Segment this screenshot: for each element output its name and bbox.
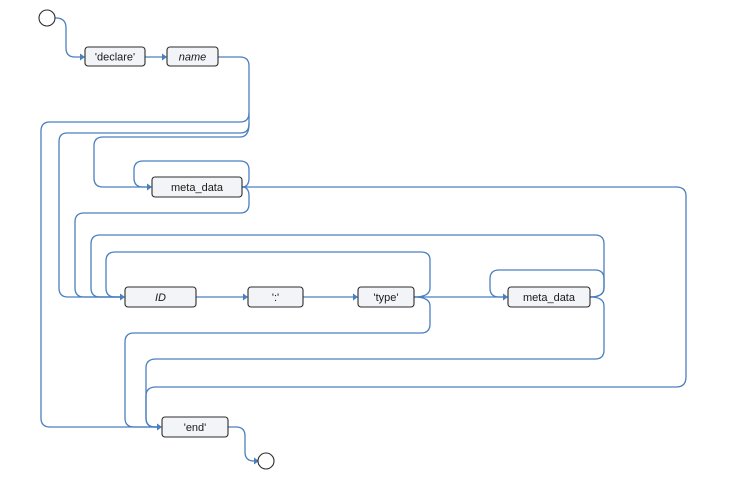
arrow-into-metadata-top bbox=[147, 183, 152, 191]
track-type-repeat-inner bbox=[105, 251, 431, 298]
track-field-metadata-repeat bbox=[489, 269, 605, 298]
arrow-into-declare bbox=[80, 53, 85, 61]
track-metadata-repeat bbox=[133, 160, 250, 188]
track-name-to-metadata bbox=[93, 123, 250, 188]
track-name-to-id bbox=[58, 123, 250, 298]
arrow-into-end bbox=[157, 423, 162, 431]
diagram-tracks bbox=[40, 17, 687, 462]
arrow-into-type bbox=[353, 293, 358, 301]
track-bypass-to-end bbox=[40, 112, 250, 428]
track-end-to-finish bbox=[227, 426, 257, 462]
track-start-to-declare bbox=[55, 17, 81, 58]
arrow-into-finish bbox=[254, 457, 259, 465]
node-metadata-top-label: meta_data bbox=[171, 182, 224, 194]
node-name-label: name bbox=[179, 52, 207, 64]
arrow-into-name bbox=[162, 53, 167, 61]
node-metadata-field: meta_data bbox=[507, 286, 591, 308]
node-metadata-top: meta_data bbox=[151, 176, 243, 198]
track-name-exit bbox=[217, 56, 250, 125]
arrow-into-metadata-field bbox=[503, 293, 508, 301]
arrow-into-colon bbox=[243, 293, 248, 301]
start-terminal bbox=[38, 9, 56, 27]
node-declare: 'declare' bbox=[84, 46, 146, 67]
node-id: ID bbox=[124, 286, 197, 308]
node-declare-label: 'declare' bbox=[95, 52, 135, 64]
arrow-into-id bbox=[120, 293, 125, 301]
track-field-metadata-to-end bbox=[145, 296, 605, 428]
node-colon-label: ':' bbox=[272, 292, 279, 304]
end-terminal bbox=[257, 452, 275, 470]
node-id-label: ID bbox=[155, 292, 166, 304]
node-name: name bbox=[166, 46, 219, 67]
node-type: 'type' bbox=[357, 286, 415, 308]
node-colon: ':' bbox=[247, 286, 304, 308]
track-type-to-end bbox=[124, 296, 431, 428]
track-metadata-to-end bbox=[145, 186, 687, 428]
diagram-arrows bbox=[80, 53, 508, 465]
node-end-label: 'end' bbox=[184, 422, 207, 434]
track-metadata-to-id bbox=[74, 186, 250, 298]
node-metadata-field-label: meta_data bbox=[523, 292, 576, 304]
node-end: 'end' bbox=[161, 416, 229, 438]
node-type-label: 'type' bbox=[374, 292, 399, 304]
